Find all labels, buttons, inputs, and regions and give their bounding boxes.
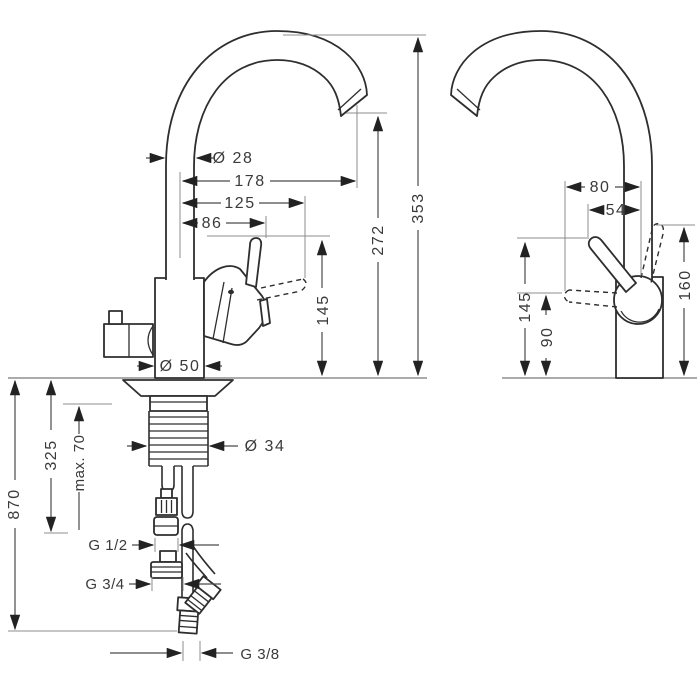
diagonal-hose <box>192 545 216 575</box>
dim-handle-reach: 86 <box>202 215 223 232</box>
dim-height-spout-outlet: 272 <box>370 224 387 255</box>
lever-handle-front <box>245 237 263 288</box>
side-view <box>450 30 697 379</box>
pull-rod <box>161 466 175 492</box>
front-body <box>103 237 307 379</box>
hose-upper <box>181 466 194 519</box>
extension-lines <box>8 34 695 661</box>
dim-height-total: 353 <box>410 192 427 223</box>
dim-handle-depth: 54 <box>606 202 627 219</box>
dim-height-handle-side: 145 <box>517 291 534 322</box>
handle-swivel-dashes <box>256 278 307 301</box>
dim-handle-reach-open: 125 <box>224 195 255 212</box>
front-hoses <box>150 466 222 635</box>
dim-connection-valve: G 3/4 <box>85 576 124 593</box>
dim-depth-below-total: 870 <box>6 488 23 519</box>
escutcheon <box>122 379 234 397</box>
dim-connection-hose: G 1/2 <box>88 537 127 554</box>
hose-lower <box>181 523 194 598</box>
housing-dimple <box>228 289 234 295</box>
front-view <box>8 30 427 635</box>
side-valve-knob <box>108 310 123 325</box>
dim-height-handle-front: 145 <box>315 294 332 325</box>
dim-connection-supply: G 3/8 <box>240 646 279 663</box>
spout-tip-bevel-side <box>456 88 481 111</box>
dim-base-diameter: Ø 50 <box>160 358 201 375</box>
handle-positions-dashed <box>563 222 665 308</box>
front-spout <box>165 30 368 280</box>
lever-handle-side <box>587 236 637 293</box>
spout-tip-bevel <box>337 88 362 111</box>
dim-shank-diameter: Ø 34 <box>245 438 286 455</box>
dim-handle-depth-horizontal: 80 <box>590 179 611 196</box>
dim-height-handle-raised: 160 <box>677 269 694 300</box>
dim-height-handle-horizontal: 90 <box>539 327 556 348</box>
housing-end-cap <box>259 298 271 327</box>
dimension-lines <box>9 36 690 659</box>
dim-hose-length: 325 <box>43 439 60 470</box>
front-mounting <box>122 379 234 467</box>
g34-connector <box>150 550 183 579</box>
diagonal-hose-connector <box>184 575 222 615</box>
dim-spout-diameter: Ø 28 <box>213 150 254 167</box>
g12-connector <box>153 488 179 536</box>
dim-mounting-max: max. 70 <box>71 435 88 492</box>
dimension-labels: Ø 28 178 125 86 Ø 50 Ø 34 G 1/2 G 3/4 G … <box>6 150 694 663</box>
side-spout <box>450 30 653 280</box>
threaded-shank <box>148 411 209 467</box>
dim-spout-reach: 178 <box>234 173 265 190</box>
